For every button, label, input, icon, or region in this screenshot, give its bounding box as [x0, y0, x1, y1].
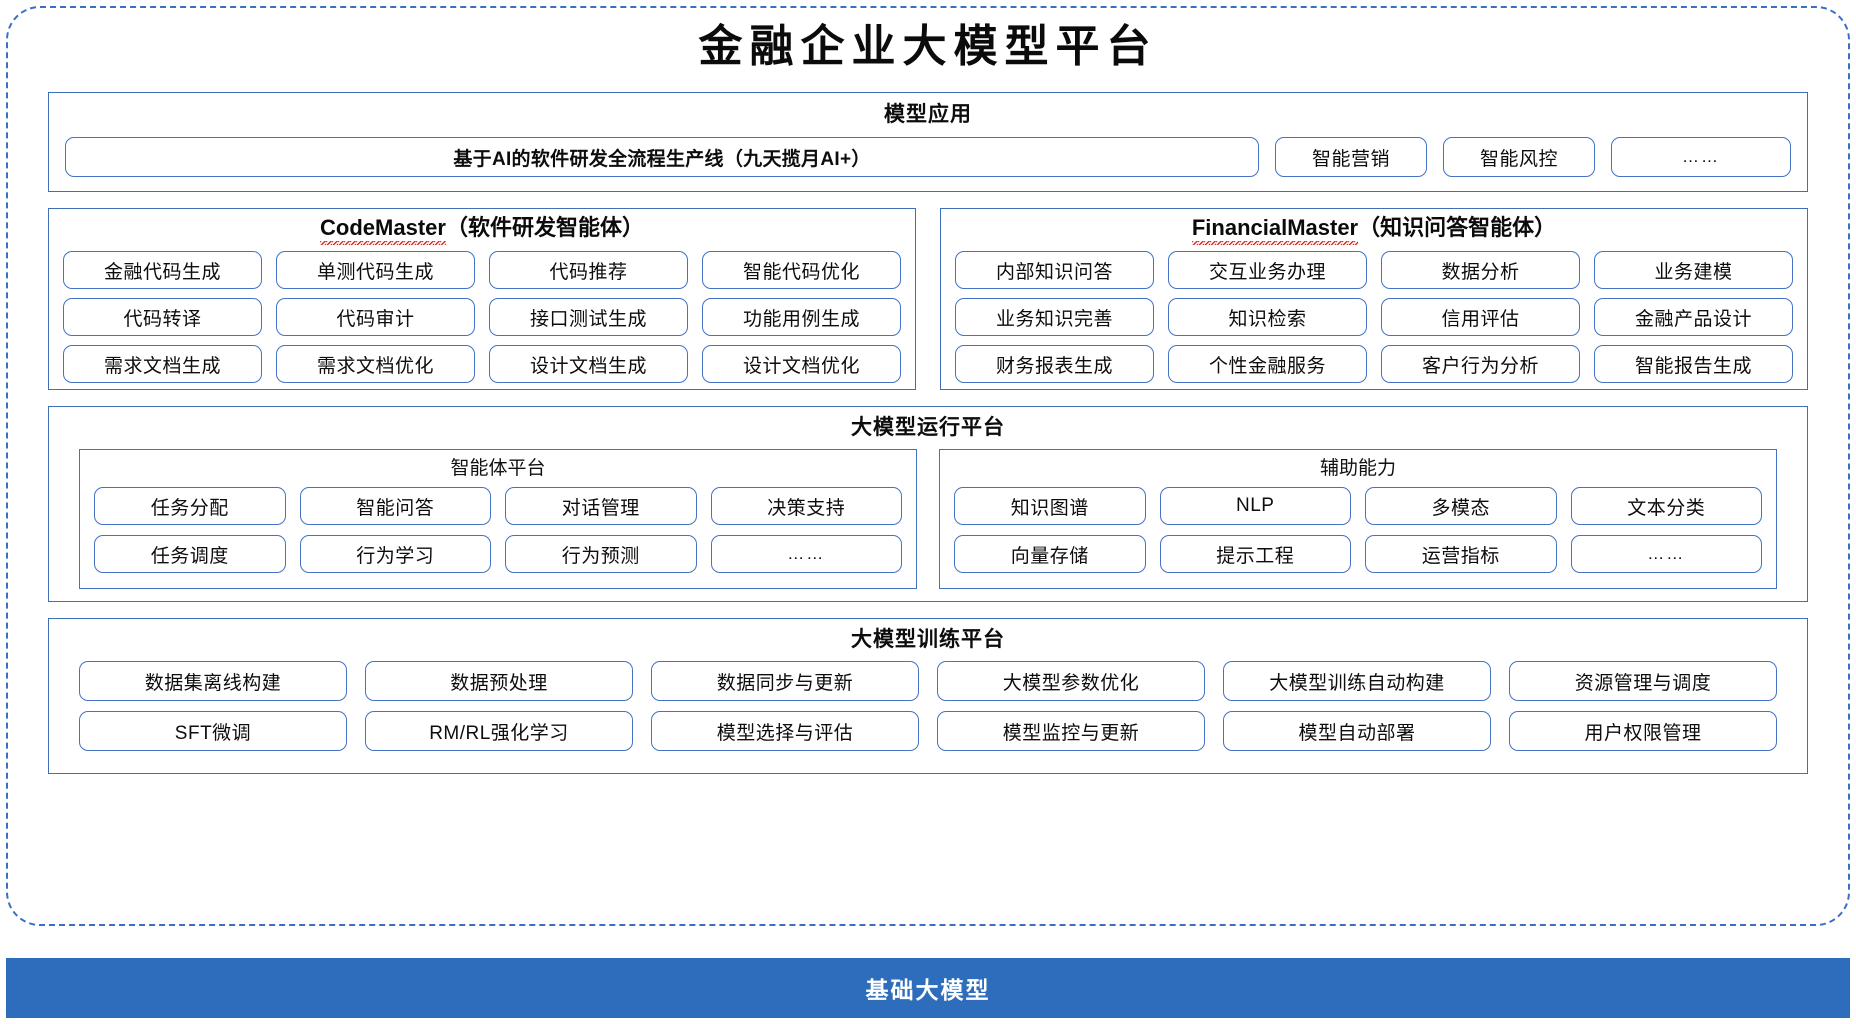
codemaster-capability-grid: 金融代码生成 单测代码生成 代码推荐 智能代码优化 代码转译 代码审计 接口测试… [63, 251, 901, 383]
chip-training-1-2[interactable]: 数据预处理 [365, 661, 633, 701]
chip-training-2-1[interactable]: SFT微调 [79, 711, 347, 751]
model-applications-row: 基于AI的软件研发全流程生产线（九天揽月AI+） 智能营销 智能风控 …… [65, 137, 1791, 177]
subpanel-agent-platform: 智能体平台 任务分配 智能问答 对话管理 决策支持 任务调度 行为学习 行为预测… [79, 449, 917, 589]
chip-training-1-3[interactable]: 数据同步与更新 [651, 661, 919, 701]
financialmaster-row-1: 内部知识问答 交互业务办理 数据分析 业务建模 [955, 251, 1793, 289]
chip-financialmaster-3-1[interactable]: 财务报表生成 [955, 345, 1154, 383]
chip-support-1-3[interactable]: 多模态 [1365, 487, 1557, 525]
chip-financialmaster-1-1[interactable]: 内部知识问答 [955, 251, 1154, 289]
chip-financialmaster-3-4[interactable]: 智能报告生成 [1594, 345, 1793, 383]
section-financialmaster: FinancialMaster（知识问答智能体） 内部知识问答 交互业务办理 数… [940, 208, 1808, 390]
section-title-codemaster: CodeMaster（软件研发智能体） [49, 215, 915, 246]
chip-financialmaster-2-1[interactable]: 业务知识完善 [955, 298, 1154, 336]
support-capability-grid: 知识图谱 NLP 多模态 文本分类 向量存储 提示工程 运营指标 …… [954, 487, 1762, 573]
chip-support-2-3[interactable]: 运营指标 [1365, 535, 1557, 573]
agent-platform-row-2: 任务调度 行为学习 行为预测 …… [94, 535, 902, 573]
chip-support-more-ellipsis[interactable]: …… [1570, 535, 1762, 573]
support-capability-row-1: 知识图谱 NLP 多模态 文本分类 [954, 487, 1762, 525]
codemaster-row-3: 需求文档生成 需求文档优化 设计文档生成 设计文档优化 [63, 345, 901, 383]
chip-training-2-5[interactable]: 模型自动部署 [1223, 711, 1491, 751]
subpanel-title-support-capability: 辅助能力 [1319, 458, 1396, 479]
chip-financialmaster-3-2[interactable]: 个性金融服务 [1168, 345, 1367, 383]
agent-platform-row-1: 任务分配 智能问答 对话管理 决策支持 [94, 487, 902, 525]
section-title-model-applications: 模型应用 [884, 103, 972, 126]
chip-agent-1-3[interactable]: 对话管理 [505, 487, 697, 525]
chip-support-1-2[interactable]: NLP [1159, 487, 1351, 525]
chip-codemaster-2-1[interactable]: 代码转译 [63, 298, 262, 336]
chip-financialmaster-3-3[interactable]: 客户行为分析 [1381, 345, 1580, 383]
training-row-2: SFT微调 RM/RL强化学习 模型选择与评估 模型监控与更新 模型自动部署 用… [79, 711, 1777, 751]
codemaster-row-2: 代码转译 代码审计 接口测试生成 功能用例生成 [63, 298, 901, 336]
subpanel-support-capability: 辅助能力 知识图谱 NLP 多模态 文本分类 向量存储 提示工程 运营指标 …… [939, 449, 1777, 589]
codemaster-name: CodeMaster [320, 215, 446, 246]
agent-platform-grid: 任务分配 智能问答 对话管理 决策支持 任务调度 行为学习 行为预测 …… [94, 487, 902, 573]
chip-support-2-1[interactable]: 向量存储 [954, 535, 1146, 573]
chip-agent-2-3[interactable]: 行为预测 [505, 535, 697, 573]
chip-financialmaster-2-4[interactable]: 金融产品设计 [1594, 298, 1793, 336]
chip-financialmaster-1-2[interactable]: 交互业务办理 [1168, 251, 1367, 289]
training-platform-grid: 数据集离线构建 数据预处理 数据同步与更新 大模型参数优化 大模型训练自动构建 … [79, 661, 1777, 751]
chip-codemaster-1-1[interactable]: 金融代码生成 [63, 251, 262, 289]
chip-codemaster-1-3[interactable]: 代码推荐 [489, 251, 688, 289]
training-row-1: 数据集离线构建 数据预处理 数据同步与更新 大模型参数优化 大模型训练自动构建 … [79, 661, 1777, 701]
codemaster-suffix: （软件研发智能体） [445, 215, 644, 240]
chip-financialmaster-1-4[interactable]: 业务建模 [1594, 251, 1793, 289]
chip-codemaster-2-2[interactable]: 代码审计 [276, 298, 475, 336]
chip-codemaster-3-3[interactable]: 设计文档生成 [489, 345, 688, 383]
chip-support-1-4[interactable]: 文本分类 [1570, 487, 1762, 525]
chip-agent-more-ellipsis[interactable]: …… [710, 535, 902, 573]
section-title-runtime-platform: 大模型运行平台 [851, 416, 1005, 439]
financialmaster-suffix: （知识问答智能体） [1358, 215, 1557, 240]
codemaster-row-1: 金融代码生成 单测代码生成 代码推荐 智能代码优化 [63, 251, 901, 289]
chip-codemaster-3-1[interactable]: 需求文档生成 [63, 345, 262, 383]
chip-codemaster-1-2[interactable]: 单测代码生成 [276, 251, 475, 289]
base-model-bar: 基础大模型 [6, 958, 1850, 1018]
section-runtime-platform: 大模型运行平台 智能体平台 任务分配 智能问答 对话管理 决策支持 任务调度 行… [48, 406, 1808, 602]
chip-codemaster-2-3[interactable]: 接口测试生成 [489, 298, 688, 336]
chip-codemaster-3-2[interactable]: 需求文档优化 [276, 345, 475, 383]
chip-smart-marketing[interactable]: 智能营销 [1275, 137, 1427, 177]
support-capability-row-2: 向量存储 提示工程 运营指标 …… [954, 535, 1762, 573]
chip-training-2-4[interactable]: 模型监控与更新 [937, 711, 1205, 751]
chip-training-1-4[interactable]: 大模型参数优化 [937, 661, 1205, 701]
section-training-platform: 大模型训练平台 数据集离线构建 数据预处理 数据同步与更新 大模型参数优化 大模… [48, 618, 1808, 774]
section-codemaster: CodeMaster（软件研发智能体） 金融代码生成 单测代码生成 代码推荐 智… [48, 208, 916, 390]
section-model-applications: 模型应用 基于AI的软件研发全流程生产线（九天揽月AI+） 智能营销 智能风控 … [48, 92, 1808, 192]
financialmaster-row-3: 财务报表生成 个性金融服务 客户行为分析 智能报告生成 [955, 345, 1793, 383]
financialmaster-name: FinancialMaster [1191, 215, 1359, 246]
chip-training-1-1[interactable]: 数据集离线构建 [79, 661, 347, 701]
subpanel-title-agent-platform: 智能体平台 [450, 458, 546, 479]
chip-codemaster-2-4[interactable]: 功能用例生成 [702, 298, 901, 336]
chip-training-1-5[interactable]: 大模型训练自动构建 [1223, 661, 1491, 701]
chip-support-1-1[interactable]: 知识图谱 [954, 487, 1146, 525]
chip-financialmaster-2-2[interactable]: 知识检索 [1168, 298, 1367, 336]
chip-agent-2-1[interactable]: 任务调度 [94, 535, 286, 573]
section-title-financialmaster: FinancialMaster（知识问答智能体） [941, 215, 1807, 246]
chip-agent-2-2[interactable]: 行为学习 [299, 535, 491, 573]
financialmaster-row-2: 业务知识完善 知识检索 信用评估 金融产品设计 [955, 298, 1793, 336]
chip-financialmaster-2-3[interactable]: 信用评估 [1381, 298, 1580, 336]
chip-codemaster-1-4[interactable]: 智能代码优化 [702, 251, 901, 289]
chip-codemaster-3-4[interactable]: 设计文档优化 [702, 345, 901, 383]
chip-financialmaster-1-3[interactable]: 数据分析 [1381, 251, 1580, 289]
chip-agent-1-2[interactable]: 智能问答 [299, 487, 491, 525]
runtime-subpanels: 智能体平台 任务分配 智能问答 对话管理 决策支持 任务调度 行为学习 行为预测… [79, 449, 1777, 589]
chip-more-ellipsis[interactable]: …… [1611, 137, 1791, 177]
chip-training-2-2[interactable]: RM/RL强化学习 [365, 711, 633, 751]
chip-agent-1-1[interactable]: 任务分配 [94, 487, 286, 525]
chip-training-2-6[interactable]: 用户权限管理 [1509, 711, 1777, 751]
chip-training-1-6[interactable]: 资源管理与调度 [1509, 661, 1777, 701]
chip-training-2-3[interactable]: 模型选择与评估 [651, 711, 919, 751]
chip-agent-1-4[interactable]: 决策支持 [710, 487, 902, 525]
page-title: 金融企业大模型平台 [698, 21, 1158, 72]
chip-support-2-2[interactable]: 提示工程 [1159, 535, 1351, 573]
chip-smart-risk-control[interactable]: 智能风控 [1443, 137, 1595, 177]
chip-ai-software-pipeline[interactable]: 基于AI的软件研发全流程生产线（九天揽月AI+） [65, 137, 1259, 177]
financialmaster-capability-grid: 内部知识问答 交互业务办理 数据分析 业务建模 业务知识完善 知识检索 信用评估… [955, 251, 1793, 383]
section-title-training-platform: 大模型训练平台 [851, 628, 1005, 651]
